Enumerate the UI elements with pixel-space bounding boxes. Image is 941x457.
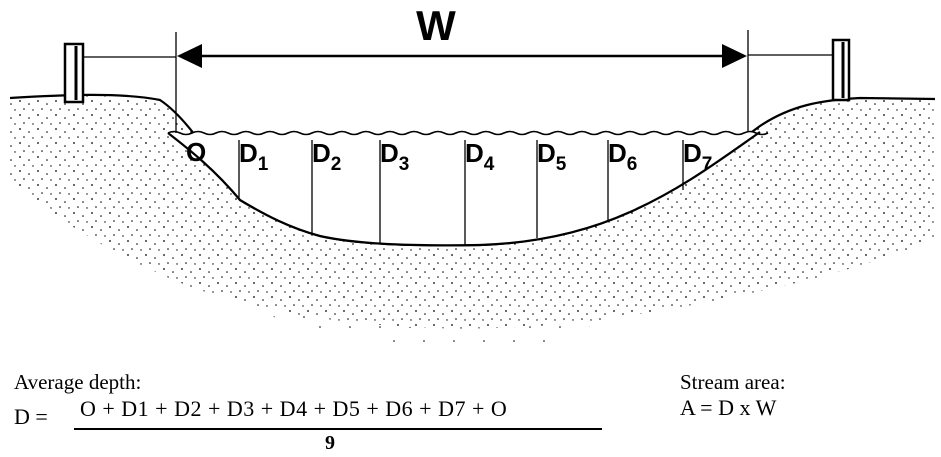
stream-area-equation: A = D x W (680, 395, 777, 420)
stream-water (168, 132, 760, 246)
stream-area-title: Stream area: (680, 370, 786, 394)
depth-label-7: D7 (683, 138, 712, 175)
right-stake (831, 38, 851, 102)
left-stake (63, 42, 85, 104)
depth-lines (238, 140, 684, 245)
width-arrow-right (722, 44, 747, 68)
depth-label-4: D4 (465, 138, 495, 175)
average-depth-title: Average depth: (14, 370, 142, 394)
cross-section-diagram: W O D1 D2 D3 D4 D5 D6 D7 (9, 2, 936, 347)
formula-lhs: D = (14, 404, 48, 429)
depth-label-3: D3 (380, 138, 409, 175)
ground-soil (10, 94, 935, 329)
width-label: W (416, 2, 456, 49)
depth-label-2: D2 (312, 138, 341, 175)
depth-label-5: D5 (537, 138, 567, 175)
formula-numerator: O + D1 + D2 + D3 + D4 + D5 + D6 + D7 + O (80, 396, 508, 421)
width-arrow-left (177, 44, 202, 68)
fraction-bar (74, 428, 602, 430)
edge-label-o: O (186, 137, 206, 167)
water-surface-line (167, 130, 769, 136)
depth-label-1: D1 (239, 138, 269, 175)
formula-denominator: 9 (325, 432, 335, 454)
depth-label-6: D6 (608, 138, 637, 175)
